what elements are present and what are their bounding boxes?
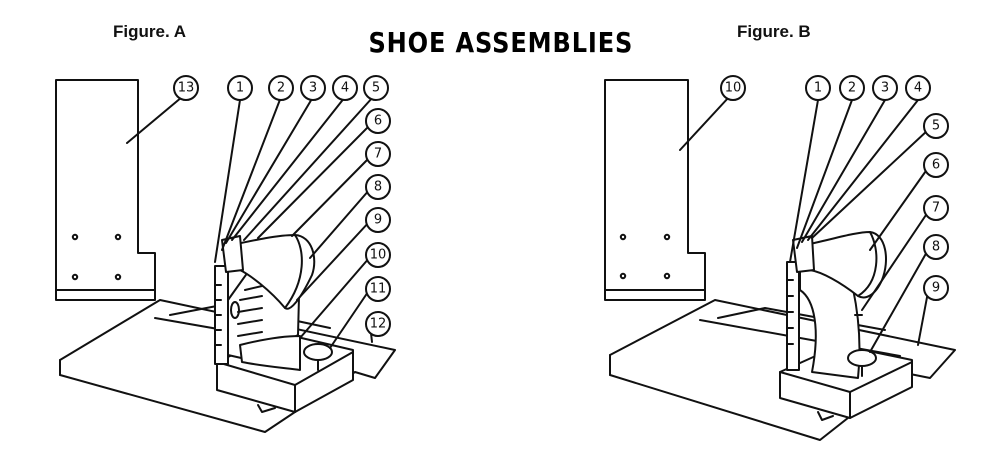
svg-text:4: 4 [341, 81, 349, 96]
svg-text:1: 1 [236, 81, 244, 96]
figure-a-callout-9: 9 [365, 207, 391, 233]
figure-a-callout-11: 11 [365, 276, 391, 302]
svg-text:6: 6 [932, 158, 940, 173]
svg-text:10: 10 [725, 81, 742, 96]
figure-b-callout-4: 4 [905, 75, 931, 101]
figure-a-callout-7: 7 [365, 141, 391, 167]
plate-hole [114, 233, 122, 241]
svg-text:4: 4 [914, 81, 922, 96]
figure-a-callout-3: 3 [300, 75, 326, 101]
svg-text:6: 6 [374, 114, 382, 129]
svg-text:5: 5 [372, 81, 380, 96]
plate-hole [114, 273, 122, 281]
figure-a-callout-5: 5 [363, 75, 389, 101]
figure-a-upper-shoe [231, 234, 316, 310]
plate-hole [619, 272, 627, 280]
figure-b-label: Figure. B [737, 22, 811, 41]
svg-text:9: 9 [374, 213, 382, 228]
svg-text:11: 11 [370, 282, 387, 297]
figure-a-callout-2: 2 [268, 75, 294, 101]
figure-b-knob [847, 349, 877, 377]
figure-a-callout-8: 8 [365, 174, 391, 200]
svg-text:2: 2 [848, 81, 856, 96]
figure-b-callout-5: 5 [923, 113, 949, 139]
figure-b-drawing [604, 79, 956, 441]
figure-a-callout-6: 6 [365, 108, 391, 134]
figure-a-knob [303, 343, 333, 371]
plate-hole [663, 272, 671, 280]
diagram-title: SHOE ASSEMBLIES [368, 26, 634, 59]
figure-b-callout-6: 6 [923, 152, 949, 178]
plate-hole [619, 233, 627, 241]
svg-text:5: 5 [932, 119, 940, 134]
figure-b-callout-8: 8 [923, 234, 949, 260]
figure-b-callout-2: 2 [839, 75, 865, 101]
figure-a-callout-12: 12 [365, 311, 391, 337]
figure-a-drawing [55, 79, 396, 433]
svg-text:1: 1 [814, 81, 822, 96]
svg-text:10: 10 [370, 248, 387, 263]
figure-a-callout-4: 4 [332, 75, 358, 101]
plate-hole [663, 233, 671, 241]
svg-text:12: 12 [370, 317, 387, 332]
figure-b-template-plate [604, 79, 706, 301]
figure-b-callout-3: 3 [872, 75, 898, 101]
svg-text:13: 13 [178, 81, 195, 96]
figure-b-callout-7: 7 [923, 195, 949, 221]
figure-a-label: Figure. A [113, 22, 187, 41]
svg-text:9: 9 [932, 281, 940, 296]
figure-a-template-plate [55, 79, 156, 301]
figure-b-scale-column [786, 261, 800, 371]
figure-b-callout-1: 1 [805, 75, 831, 101]
plate-hole [71, 273, 79, 281]
plate-hole [71, 233, 79, 241]
figure-a-callout-13: 13 [173, 75, 199, 101]
figure-a-callout-1: 1 [227, 75, 253, 101]
svg-text:8: 8 [932, 240, 940, 255]
svg-text:8: 8 [374, 180, 382, 195]
svg-text:7: 7 [374, 147, 382, 162]
figure-b-callout-10: 10 [720, 75, 746, 101]
svg-text:2: 2 [277, 81, 285, 96]
figure-a-lower-shoe [239, 335, 301, 371]
svg-text:7: 7 [932, 201, 940, 216]
svg-text:3: 3 [309, 81, 317, 96]
figure-b-callout-9: 9 [923, 275, 949, 301]
svg-text:3: 3 [881, 81, 889, 96]
figure-a-callout-10: 10 [365, 242, 391, 268]
